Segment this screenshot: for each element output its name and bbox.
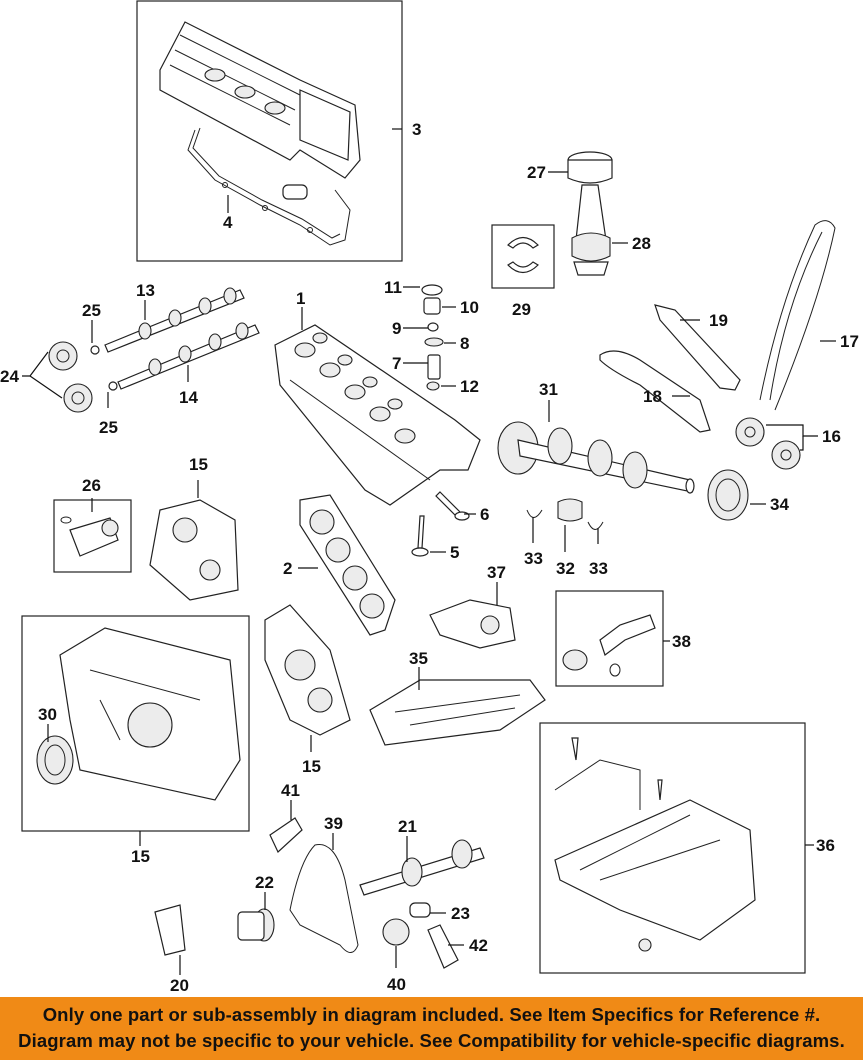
callout-25a: 25 [82, 301, 101, 320]
callout-31: 31 [539, 380, 558, 399]
oil-pan-box [539, 722, 806, 974]
upper-front-cover [149, 499, 239, 601]
callout-17: 17 [840, 332, 859, 351]
callout-22: 22 [255, 873, 274, 892]
crankshaft-pulley [707, 469, 749, 521]
callout-33a: 33 [524, 549, 543, 568]
valve-cover [159, 21, 361, 179]
crankshaft [497, 421, 695, 494]
callout-16: 16 [822, 427, 841, 446]
callout-9: 9 [392, 319, 401, 338]
callout-5: 5 [450, 543, 459, 562]
callout-1: 1 [296, 289, 305, 308]
engine-parts-diagram: 3 4 27 28 29 11 10 9 8 7 12 1 13 25 24 1… [0, 0, 859, 995]
drive-belt [289, 843, 359, 953]
callout-21: 21 [398, 817, 417, 836]
callout-38: 38 [672, 632, 691, 651]
callout-33b: 33 [589, 559, 608, 578]
callout-19: 19 [709, 311, 728, 330]
balance-guide [269, 817, 303, 853]
piston-and-rod [567, 151, 613, 276]
bearing-box [491, 224, 555, 289]
callout-14: 14 [179, 388, 198, 407]
timing-cover-box [21, 615, 250, 832]
timing-chain-set [599, 220, 836, 470]
oil-pickup-box [555, 590, 664, 687]
callout-15a: 15 [189, 455, 208, 474]
callout-36: 36 [816, 836, 835, 855]
rod-bearing [507, 236, 539, 274]
callout-10: 10 [460, 298, 479, 317]
lower-small-parts [154, 902, 459, 969]
valve-train-parts [411, 284, 470, 557]
thrust-washers [526, 498, 604, 530]
leader-lines [22, 128, 836, 975]
disclaimer-line-1: Only one part or sub-assembly in diagram… [42, 1004, 821, 1025]
callout-13: 13 [136, 281, 155, 300]
callout-34: 34 [770, 495, 789, 514]
disclaimer-banner: Only one part or sub-assembly in diagram… [0, 997, 863, 1060]
cylinder-head [274, 324, 481, 506]
callout-18: 18 [643, 387, 662, 406]
callout-27: 27 [527, 163, 546, 182]
callout-7: 7 [392, 354, 401, 373]
valve-cover-group-box [136, 0, 403, 262]
timing-cover [36, 627, 241, 801]
callout-24: 24 [0, 367, 19, 386]
callout-40: 40 [387, 975, 406, 994]
callout-39: 39 [324, 814, 343, 833]
callout-11: 11 [384, 278, 402, 297]
callout-15c: 15 [131, 847, 150, 866]
chain-tensioner [60, 516, 119, 557]
callout-2: 2 [283, 559, 292, 578]
balance-shaft [359, 839, 485, 896]
oil-filter-adapter [429, 599, 516, 649]
callout-26: 26 [82, 476, 101, 495]
callout-35: 35 [409, 649, 428, 668]
callout-37: 37 [487, 563, 506, 582]
callout-6: 6 [480, 505, 489, 524]
lower-front-cover [264, 604, 351, 736]
head-gasket [299, 494, 396, 636]
callout-23: 23 [451, 904, 470, 923]
callout-4: 4 [223, 213, 233, 232]
disclaimer-line-2: Diagram may not be specific to your vehi… [18, 1030, 845, 1051]
callout-3: 3 [412, 120, 421, 139]
valve-cover-gasket [187, 127, 351, 246]
camshafts [104, 287, 260, 390]
callout-8: 8 [460, 334, 469, 353]
callout-32: 32 [556, 559, 575, 578]
callout-29: 29 [512, 300, 531, 319]
callout-28: 28 [632, 234, 651, 253]
callout-20: 20 [170, 976, 189, 995]
callout-42: 42 [469, 936, 488, 955]
oil-pan-baffle [369, 679, 546, 746]
callout-25b: 25 [99, 418, 118, 437]
callout-15b: 15 [302, 757, 321, 776]
callout-labels: 3 4 27 28 29 11 10 9 8 7 12 1 13 25 24 1… [0, 120, 859, 995]
cam-phasers [48, 341, 118, 413]
callout-12: 12 [460, 377, 479, 396]
oil-pickup-tube [562, 614, 656, 677]
callout-30: 30 [38, 705, 57, 724]
callout-41: 41 [281, 781, 300, 800]
oil-pan [554, 737, 756, 952]
